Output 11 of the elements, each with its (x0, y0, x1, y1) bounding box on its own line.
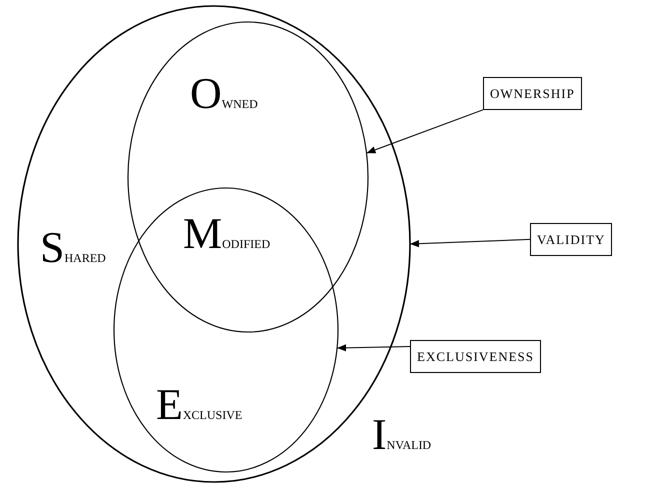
region-label: Modified (183, 212, 270, 256)
text-box: exclusiveness (410, 340, 542, 373)
region-label: Owned (190, 72, 258, 116)
arrow (336, 344, 410, 352)
region-label: Exclusive (156, 383, 242, 427)
arrow (410, 238, 530, 248)
region-label: Shared (40, 226, 106, 270)
text-box: ownership (483, 77, 582, 110)
region-label: Invalid (372, 413, 432, 457)
text-box: validity (530, 223, 612, 256)
arrow (366, 109, 484, 154)
